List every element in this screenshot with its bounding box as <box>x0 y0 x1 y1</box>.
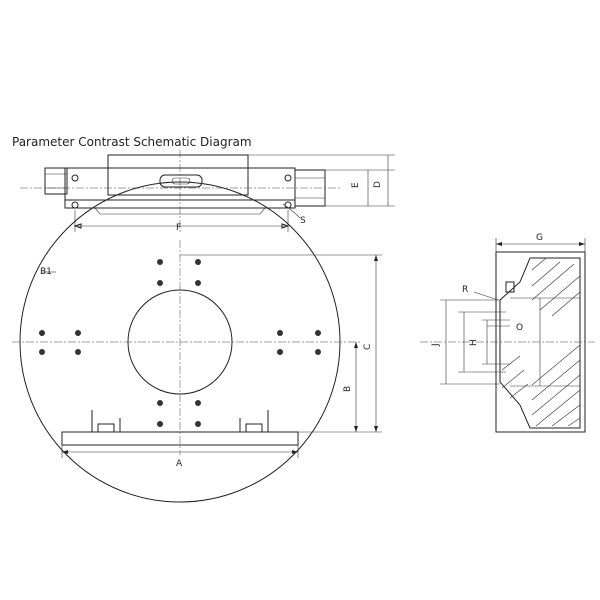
label-r: R <box>462 285 468 295</box>
label-g: G <box>536 233 543 243</box>
diagram-title: Parameter Contrast Schematic Diagram <box>12 135 252 149</box>
label-j: J <box>431 343 441 347</box>
label-c: C <box>363 344 373 350</box>
label-b: B <box>343 386 353 392</box>
front-view <box>12 181 382 503</box>
label-f: F <box>176 223 181 233</box>
label-s: S <box>300 216 306 226</box>
label-b1: B1 <box>40 267 52 277</box>
side-section-view <box>420 238 595 433</box>
label-d: D <box>373 181 383 188</box>
label-o: O <box>516 323 523 333</box>
label-a: A <box>176 459 183 469</box>
label-e: E <box>351 182 361 188</box>
label-h: H <box>469 339 479 346</box>
